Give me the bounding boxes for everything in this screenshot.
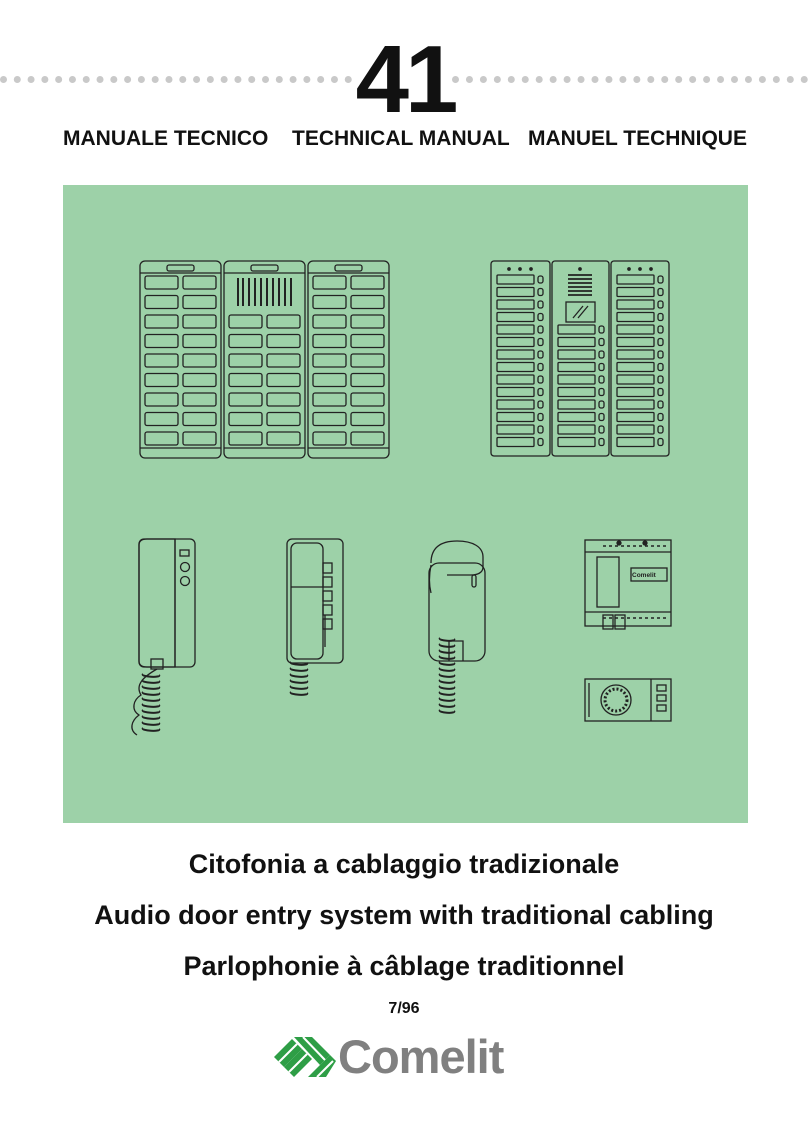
dotted-rule-left xyxy=(0,76,352,83)
title-italian: MANUALE TECNICO xyxy=(63,127,269,150)
title-english: TECHNICAL MANUAL xyxy=(292,127,510,150)
power-supply-unit-icon: Comelit xyxy=(584,539,672,630)
subtitle-italian: Citofonia a cablaggio tradizionale xyxy=(188,849,620,879)
dotted-rule-right xyxy=(452,76,808,83)
psu-brand-label: Comelit xyxy=(632,572,657,579)
title-french: MANUEL TECHNIQUE xyxy=(528,127,747,150)
comelit-chevron-logo-icon xyxy=(274,1036,336,1078)
speaker-module-icon xyxy=(584,678,672,722)
push-button-interphone-icon xyxy=(286,538,344,696)
manual-titles: MANUALE TECNICO TECHNICAL MANUAL MANUEL … xyxy=(0,126,808,152)
classic-interphone-icon xyxy=(428,540,486,714)
manual-number: 41 xyxy=(355,26,459,133)
edition-date: 7/96 xyxy=(388,1000,420,1017)
comelit-logo: Comelit xyxy=(272,1031,542,1083)
brand-name: Comelit xyxy=(338,1030,504,1083)
cover-illustration-panel: Comelit xyxy=(63,185,748,823)
subtitle-french: Parlophonie à câblage traditionnel xyxy=(183,951,625,981)
subtitle-english: Audio door entry system with traditional… xyxy=(94,900,714,930)
slim-entrance-panel-icon xyxy=(490,260,670,457)
modular-entrance-panel-icon xyxy=(139,260,390,459)
wall-interphone-icon xyxy=(131,538,196,736)
